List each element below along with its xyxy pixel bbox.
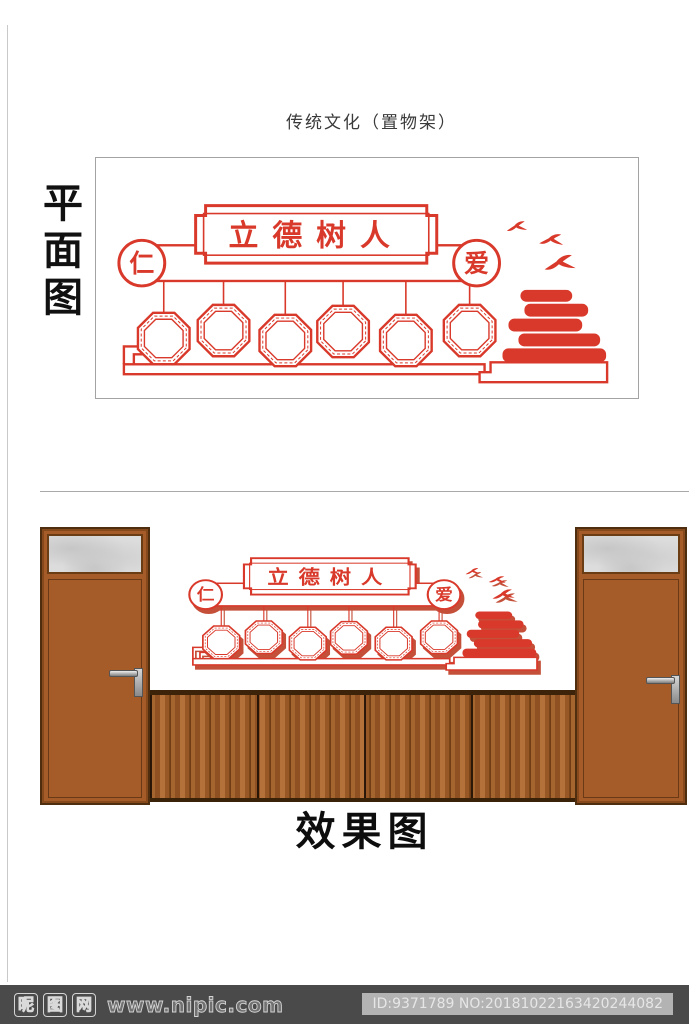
book [473, 639, 533, 648]
book-platform [478, 361, 609, 384]
book [524, 303, 589, 317]
banner-plaque [194, 204, 439, 265]
banner-text: 立德树人 [267, 565, 392, 587]
octagon-frame [244, 620, 284, 655]
octagon-frame [196, 303, 251, 358]
banner-plaque [242, 557, 417, 596]
book [520, 289, 573, 302]
bird-icon [492, 589, 515, 599]
ai-badge-text: 爱 [435, 585, 453, 604]
base-bar [192, 657, 451, 666]
octagon-frame [136, 311, 191, 366]
door-handle [646, 675, 680, 705]
octagon-frame [202, 625, 241, 660]
book [462, 648, 537, 658]
book [478, 620, 524, 629]
effect-view-label: 效果图 [295, 809, 434, 855]
door-transom-glass [582, 534, 680, 574]
effect-design: 立德树人 仁 爱 [188, 557, 538, 671]
handle-lever [646, 677, 675, 684]
ai-badge-circle [452, 238, 502, 288]
bird-icon [465, 568, 481, 575]
banner-text: 立德树人 [229, 218, 404, 253]
plan-view-panel: 立德树人 仁 爱 [95, 157, 639, 399]
canvas-edge-line [7, 25, 8, 982]
bird-icon [544, 254, 576, 270]
site-logo-char: 昵 [14, 992, 38, 1017]
octagon-frame [419, 620, 459, 655]
handle-plate [671, 675, 680, 704]
door-transom-glass [47, 534, 143, 574]
bird-icon [506, 221, 528, 231]
wood-paneling [150, 690, 575, 802]
banner-inner-frame [202, 212, 430, 256]
book-platform [445, 656, 538, 671]
octagon-frame [258, 313, 313, 368]
plan-view-label: 平面图 [36, 182, 82, 323]
ren-badge-circle [117, 238, 167, 288]
ai-badge-text: 爱 [464, 249, 489, 278]
handle-plate [134, 668, 143, 697]
octagon-frame [374, 626, 413, 661]
bird-icon [539, 232, 565, 247]
right-door [575, 527, 687, 805]
site-logo-char: 网 [72, 992, 96, 1017]
book [508, 318, 583, 332]
base-bar [122, 363, 486, 376]
octagon-frame [288, 626, 328, 661]
book-stack [502, 289, 607, 363]
door-handle [109, 668, 143, 698]
octagon-frame [329, 620, 369, 656]
site-logo: 昵 图 网 www.nipic.com [14, 985, 283, 1024]
ai-badge-circle [426, 579, 462, 610]
left-door [40, 527, 150, 805]
plan-design: 立德树人 仁 爱 [117, 204, 609, 384]
book-stack [462, 611, 537, 658]
ren-badge-text: 仁 [197, 585, 215, 604]
octagon-frame [378, 313, 433, 368]
handle-lever [109, 670, 138, 677]
wall-top-line [40, 491, 689, 492]
ren-badge-text: 仁 [129, 249, 154, 278]
banner-inner-frame [249, 562, 411, 591]
book [518, 333, 601, 347]
site-logo-char: 图 [43, 992, 67, 1017]
ren-badge-circle [188, 579, 224, 610]
site-url: www.nipic.com [107, 992, 284, 1017]
book [475, 611, 513, 620]
octagon-frame [442, 303, 497, 358]
octagon-frame [316, 304, 371, 359]
book [502, 348, 607, 363]
book [466, 629, 520, 638]
hanging-rods [220, 605, 440, 628]
page-title: 传统文化（置物架） [286, 113, 457, 133]
watermark-bar: 昵 图 网 www.nipic.com ID:9371789 NO:201810… [0, 985, 689, 1024]
watermark-id-text: ID:9371789 NO:20181022163420244082 [362, 993, 673, 1015]
bird-icon [488, 574, 507, 584]
